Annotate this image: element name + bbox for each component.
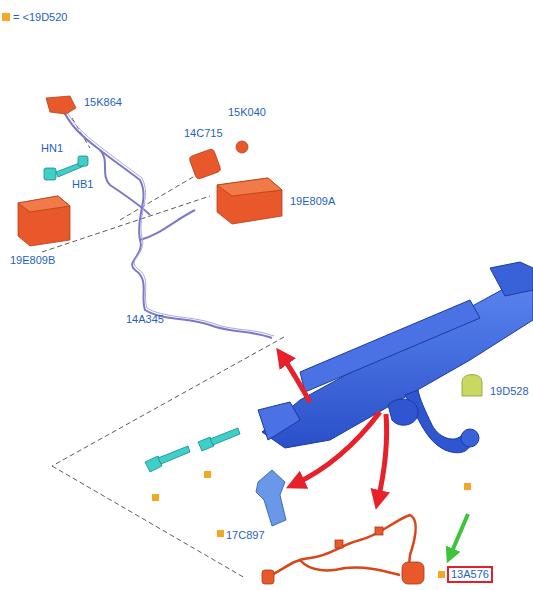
part-number: 14A345 (126, 313, 164, 326)
reference-markers (152, 471, 471, 578)
tow-bar (258, 262, 533, 453)
part-number: 17C897 (226, 529, 265, 542)
sockets (262, 527, 424, 584)
bracket (256, 470, 286, 526)
part-number: HN1 (41, 142, 63, 155)
part-number: 19D528 (490, 385, 529, 398)
leader-dashes (42, 118, 284, 578)
red-arrows (282, 356, 387, 500)
part-number: 15K040 (228, 106, 266, 119)
green-arrow (450, 514, 468, 556)
orange-components (18, 96, 282, 246)
part-number: 13A576 (449, 568, 491, 581)
bolts (145, 428, 240, 472)
ball-cap (462, 375, 482, 397)
part-number: HB1 (72, 178, 93, 191)
electrical-harness (265, 515, 416, 578)
clip-fasteners (44, 156, 88, 180)
part-number: 19E809B (10, 254, 55, 267)
part-number: 14C715 (184, 127, 223, 140)
part-number: 15K864 (84, 96, 122, 109)
legend-entry: = <19D520 (2, 11, 67, 23)
legend-swatch (2, 13, 10, 21)
highlight-box: 13A576 (447, 566, 493, 583)
part-number: 19E809A (290, 195, 335, 208)
legend-text: = <19D520 (13, 11, 67, 23)
